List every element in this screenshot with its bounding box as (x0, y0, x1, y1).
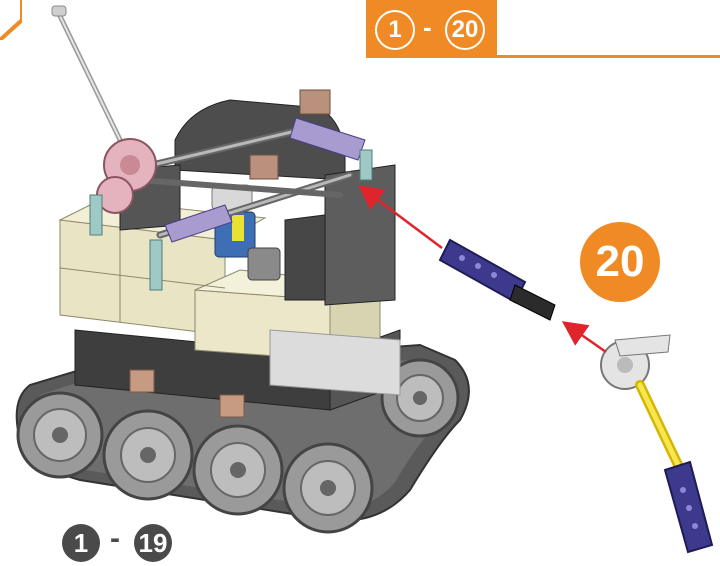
purple-connectors (164, 117, 366, 243)
wheel (380, 358, 460, 438)
page-corner-decoration (0, 0, 22, 40)
prev-range-separator: - (110, 522, 120, 555)
antenna-rod (51, 5, 127, 151)
wheel (102, 409, 194, 501)
range-end-badge: 20 (445, 10, 485, 50)
new-gray-bent-connector (600, 334, 671, 390)
wheel (282, 442, 374, 534)
assembly-arrow (561, 321, 607, 354)
step-number-badge: 20 (580, 222, 660, 302)
teal-posts (89, 149, 373, 291)
prev-range-end-badge: 19 (134, 524, 172, 562)
range-separator: - (423, 12, 432, 42)
step-range-header: 1 - 20 (366, 0, 720, 58)
range-start-badge: 1 (375, 10, 415, 50)
wheel (16, 391, 104, 479)
step-range-tab: 1 - 20 (369, 0, 497, 55)
prev-range-start-badge: 1 (62, 524, 100, 562)
new-purple-end-connector (663, 460, 714, 554)
assembly-arrow (358, 185, 443, 249)
new-purple-connector-rod (438, 238, 556, 321)
wheel (192, 424, 284, 516)
